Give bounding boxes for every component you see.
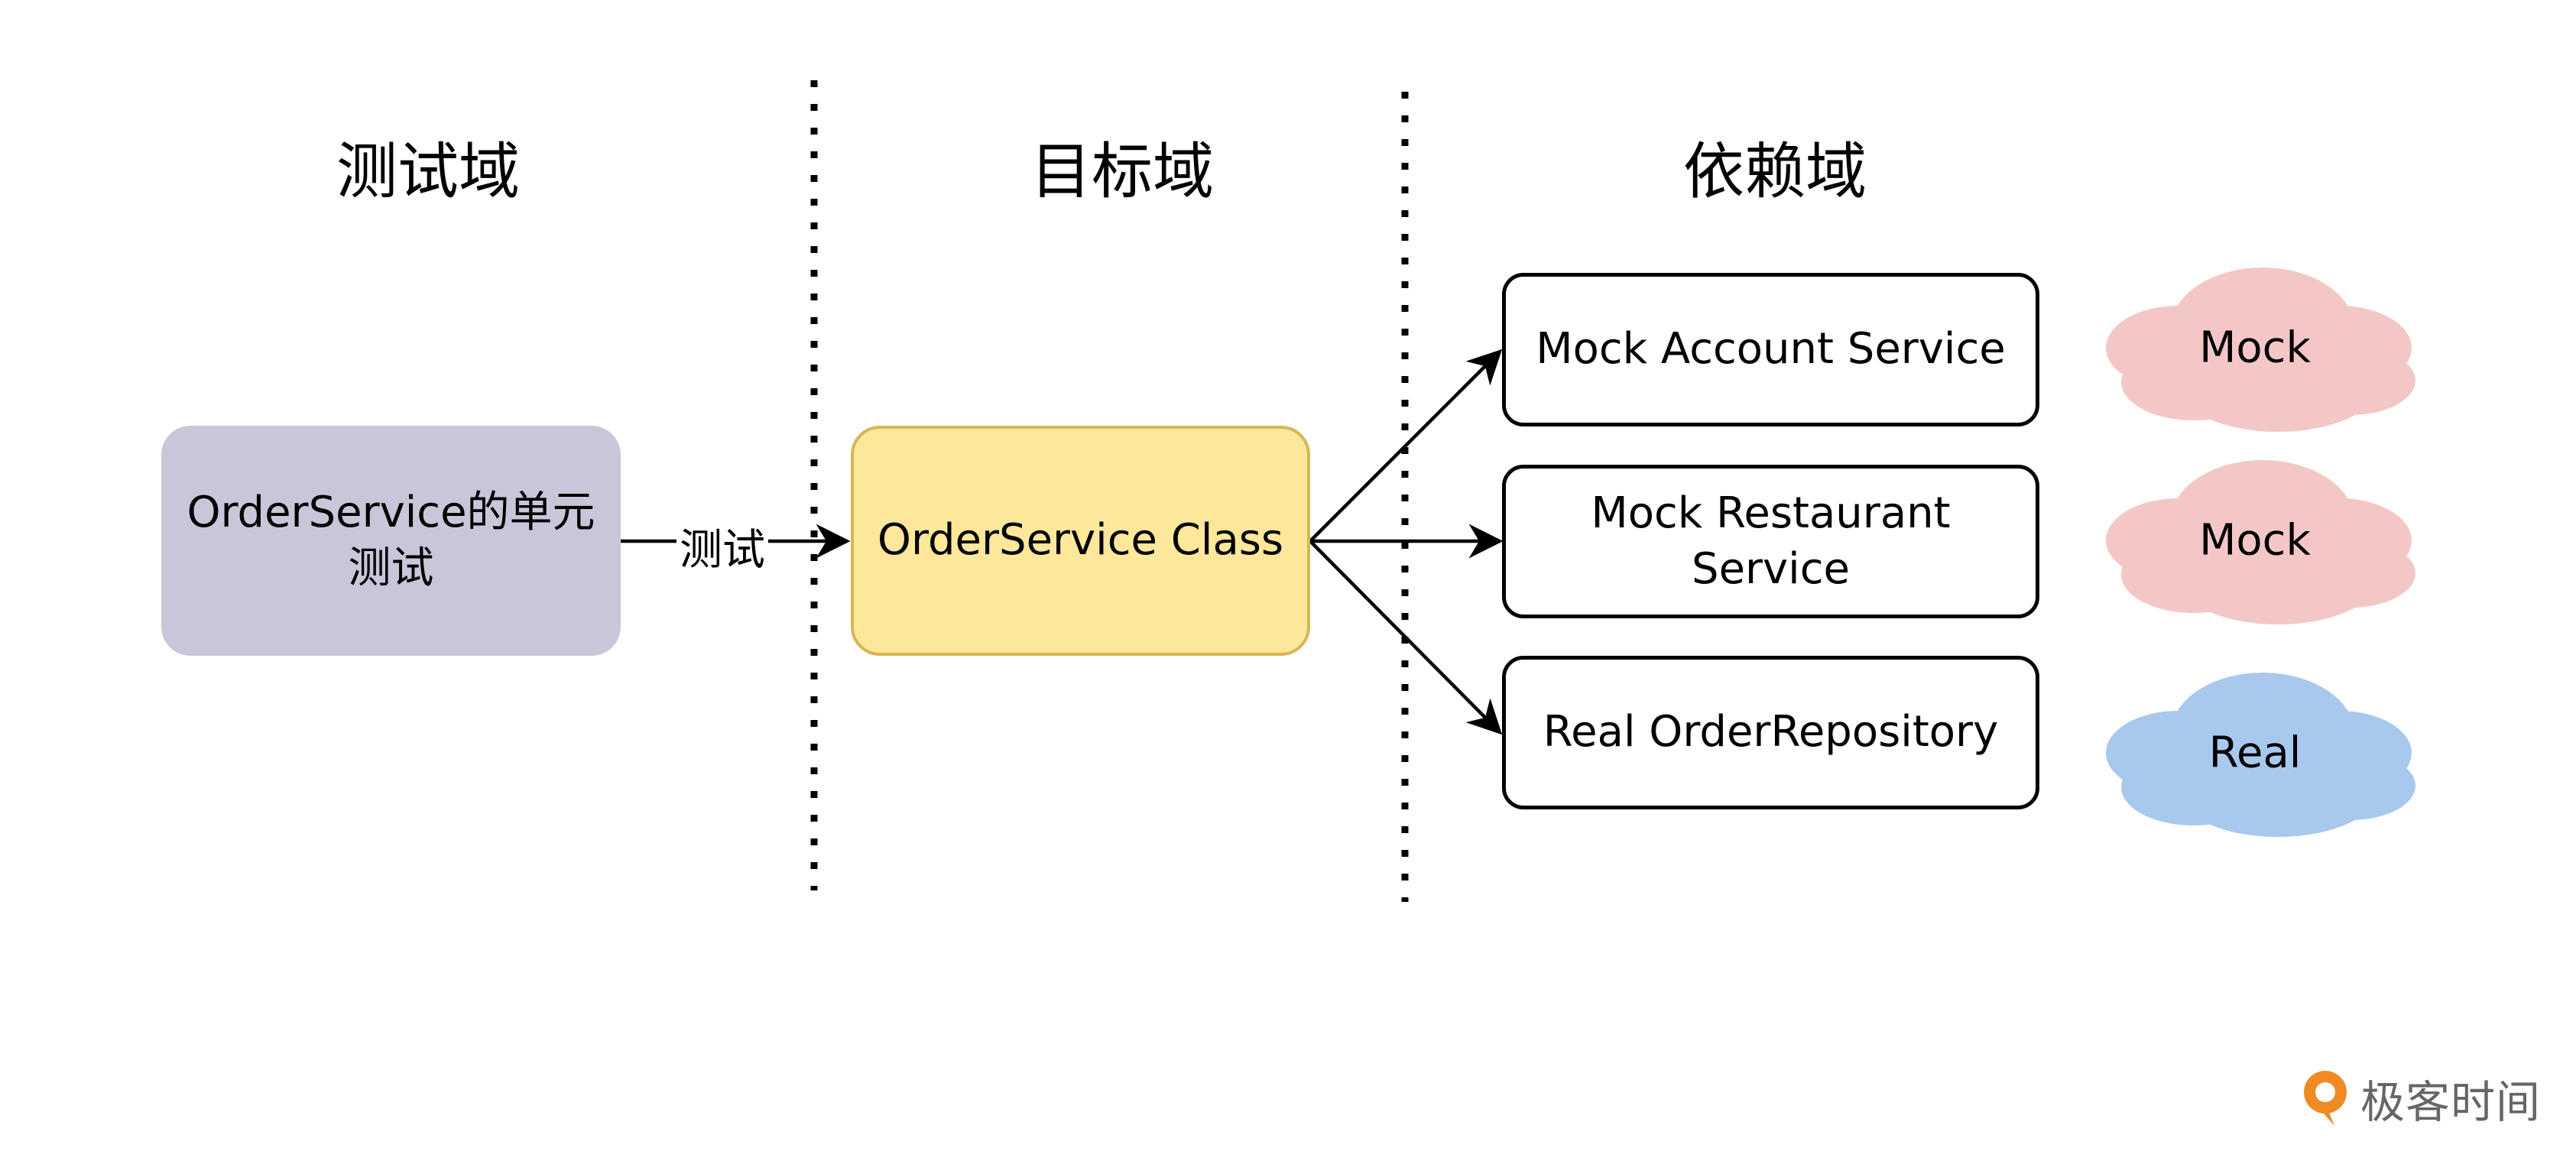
node-unit-test: OrderService的单元 测试: [161, 426, 621, 656]
cloud-label-restaurant: Mock: [2199, 515, 2311, 566]
node-real-order-repository: Real OrderRepository: [1502, 656, 2039, 809]
node-mock-account-service-label: Mock Account Service: [1536, 324, 2006, 375]
node-mock-restaurant-service: Mock Restaurant Service: [1502, 465, 2039, 618]
node-mock-account-service: Mock Account Service: [1502, 273, 2039, 426]
edge-target-to-mock-account: [1309, 349, 1503, 543]
edge-target-to-real-repository: [1309, 540, 1503, 735]
mock-cloud-account: [2106, 268, 2415, 432]
node-order-service-class-label: OrderService Class: [877, 515, 1284, 566]
heading-target-domain: 目标域: [1030, 136, 1214, 207]
node-order-service-class: OrderService Class: [851, 426, 1310, 656]
edge-label-test: 测试: [676, 515, 768, 578]
node-unit-test-line1: OrderService的单元: [187, 487, 595, 537]
mock-cloud-restaurant: [2106, 460, 2415, 624]
node-mock-restaurant-service-label: Mock Restaurant Service: [1591, 488, 1951, 594]
brand-name: 极客时间: [2360, 1076, 2542, 1128]
real-cloud-repository: [2106, 673, 2415, 837]
node-real-order-repository-label: Real OrderRepository: [1543, 707, 1999, 757]
geektime-logo-icon: [2304, 1071, 2347, 1126]
heading-dependency-domain: 依赖域: [1683, 136, 1867, 207]
cloud-label-account: Mock: [2199, 323, 2311, 373]
heading-test-domain: 测试域: [336, 136, 520, 207]
cloud-label-repository: Real: [2208, 728, 2302, 778]
node-unit-test-line2: 测试: [348, 543, 434, 593]
brand-watermark: 极客时间: [2301, 1066, 2541, 1130]
